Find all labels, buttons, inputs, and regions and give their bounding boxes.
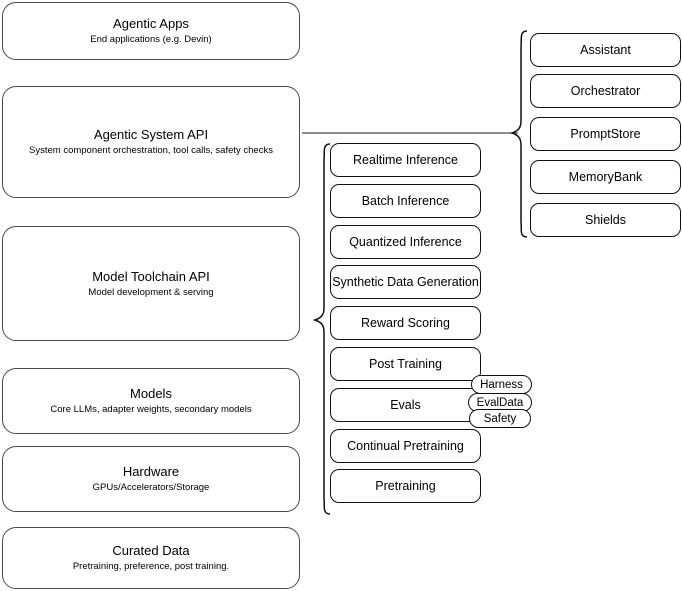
node-batch-inference[interactable]: Batch Inference bbox=[330, 184, 481, 218]
layer-title: Hardware bbox=[122, 464, 180, 479]
node-evals[interactable]: Evals bbox=[330, 388, 481, 422]
node-label: Assistant bbox=[580, 43, 631, 57]
layer-subtitle: Core LLMs, adapter weights, secondary mo… bbox=[50, 404, 252, 415]
layer-model-toolchain-api[interactable]: Model Toolchain API Model development & … bbox=[2, 226, 300, 341]
node-post-training[interactable]: Post Training bbox=[330, 347, 481, 381]
badge-safety[interactable]: Safety bbox=[469, 409, 531, 428]
node-label: Pretraining bbox=[375, 479, 436, 493]
node-label: Orchestrator bbox=[570, 84, 641, 98]
node-label: Realtime Inference bbox=[353, 153, 458, 167]
layer-agentic-apps[interactable]: Agentic Apps End applications (e.g. Devi… bbox=[2, 2, 300, 60]
node-label: Shields bbox=[585, 213, 626, 227]
node-memorybank[interactable]: MemoryBank bbox=[530, 160, 681, 194]
layer-agentic-system-api[interactable]: Agentic System API System component orch… bbox=[2, 86, 300, 198]
node-label: Quantized Inference bbox=[349, 235, 462, 249]
layer-hardware[interactable]: Hardware GPUs/Accelerators/Storage bbox=[2, 446, 300, 512]
node-label: Evals bbox=[390, 398, 421, 412]
brace-toolchain-components bbox=[312, 143, 331, 515]
layer-subtitle: System component orchestration, tool cal… bbox=[29, 145, 273, 156]
layer-subtitle: End applications (e.g. Devin) bbox=[90, 34, 212, 45]
node-orchestrator[interactable]: Orchestrator bbox=[530, 74, 681, 108]
node-label: Continual Pretraining bbox=[347, 439, 464, 453]
node-label: Reward Scoring bbox=[361, 316, 450, 330]
node-label: Post Training bbox=[369, 357, 442, 371]
badge-label: Safety bbox=[483, 412, 517, 425]
node-label: Synthetic Data Generation bbox=[332, 275, 479, 289]
node-promptstore[interactable]: PromptStore bbox=[530, 117, 681, 151]
badge-harness[interactable]: Harness bbox=[471, 375, 532, 394]
node-quantized-inference[interactable]: Quantized Inference bbox=[330, 225, 481, 259]
node-label: MemoryBank bbox=[568, 170, 643, 184]
node-assistant[interactable]: Assistant bbox=[530, 33, 681, 67]
badge-label: Harness bbox=[480, 378, 523, 391]
layer-models[interactable]: Models Core LLMs, adapter weights, secon… bbox=[2, 368, 300, 434]
layer-title: Curated Data bbox=[112, 543, 190, 558]
node-pretraining[interactable]: Pretraining bbox=[330, 469, 481, 503]
brace-system-components bbox=[509, 30, 528, 238]
node-label: Batch Inference bbox=[361, 194, 450, 208]
layer-curated-data[interactable]: Curated Data Pretraining, preference, po… bbox=[2, 527, 300, 589]
layer-title: Model Toolchain API bbox=[92, 268, 210, 284]
badge-label: EvalData bbox=[476, 396, 524, 409]
layer-subtitle: GPUs/Accelerators/Storage bbox=[92, 482, 210, 493]
node-continual-pretraining[interactable]: Continual Pretraining bbox=[330, 429, 481, 463]
node-label: PromptStore bbox=[570, 127, 641, 141]
layer-title: Agentic Apps bbox=[113, 16, 189, 31]
node-shields[interactable]: Shields bbox=[530, 203, 681, 237]
layer-title: Models bbox=[130, 386, 172, 401]
node-synthetic-data-generation[interactable]: Synthetic Data Generation bbox=[330, 265, 481, 299]
layer-subtitle: Model development & serving bbox=[88, 286, 214, 298]
layer-title: Agentic System API bbox=[93, 127, 209, 142]
node-realtime-inference[interactable]: Realtime Inference bbox=[330, 143, 481, 177]
node-reward-scoring[interactable]: Reward Scoring bbox=[330, 306, 481, 340]
layer-subtitle: Pretraining, preference, post training. bbox=[72, 561, 230, 572]
